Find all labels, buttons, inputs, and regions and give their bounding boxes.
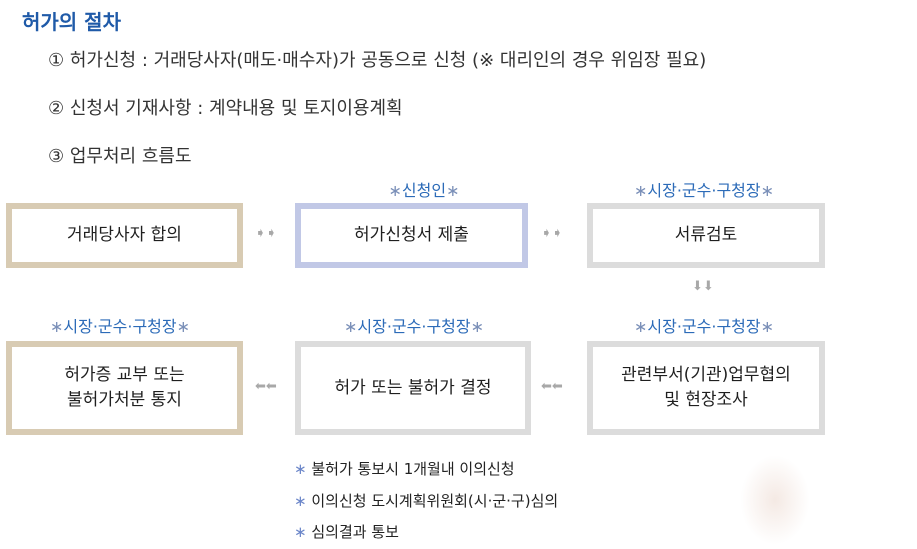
flow-box-decision: 허가 또는 불허가 결정 — [295, 341, 531, 435]
star-icon: ∗ — [633, 181, 648, 200]
star-icon: ∗ — [343, 317, 358, 336]
left-arrow-icon: ⬅⬅ — [255, 379, 277, 394]
role-label-applicant: ∗신청인∗ — [388, 181, 460, 200]
right-arrow-icon: ➧➧ — [541, 226, 563, 241]
note-item: ∗ 불허가 통보시 1개월내 이의신청 — [294, 460, 515, 478]
star-icon: ∗ — [760, 317, 775, 336]
section-title: 허가의 절차 — [22, 10, 121, 34]
flow-box-agreement: 거래당사자 합의 — [6, 203, 243, 268]
role-label-review: ∗시장·군수·구청장∗ — [633, 181, 775, 200]
star-icon: ∗ — [446, 181, 460, 200]
star-icon: ∗ — [294, 460, 307, 478]
flow-box-review: 서류검토 — [587, 203, 825, 268]
flow-box-consult: 관련부서(기관)업무협의 및 현장조사 — [587, 341, 825, 435]
left-arrow-icon: ⬅⬅ — [541, 379, 563, 394]
note-item: ∗ 심의결과 통보 — [294, 523, 399, 541]
down-arrow-icon: ⬇⬇ — [692, 279, 714, 294]
role-label-issue: ∗시장·군수·구청장∗ — [49, 317, 191, 336]
star-icon: ∗ — [176, 317, 191, 336]
step-2-text: ② 신청서 기재사항 : 계약내용 및 토지이용계획 — [48, 98, 403, 119]
background-smudge — [740, 455, 810, 545]
role-label-decision: ∗시장·군수·구청장∗ — [343, 317, 485, 336]
star-icon: ∗ — [294, 492, 307, 510]
note-item: ∗ 이의신청 도시계획위원회(시·군·구)심의 — [294, 492, 559, 510]
step-1-text: ① 허가신청 : 거래당사자(매도·매수자)가 공동으로 신청 (※ 대리인의 … — [48, 50, 707, 71]
star-icon: ∗ — [633, 317, 648, 336]
flow-box-submit: 허가신청서 제출 — [295, 203, 528, 268]
star-icon: ∗ — [388, 181, 402, 200]
right-arrow-icon: ➧➧ — [255, 226, 277, 241]
star-icon: ∗ — [470, 317, 485, 336]
star-icon: ∗ — [49, 317, 64, 336]
flow-box-issue: 허가증 교부 또는 불허가처분 통지 — [6, 341, 243, 435]
star-icon: ∗ — [760, 181, 775, 200]
role-label-consult: ∗시장·군수·구청장∗ — [633, 317, 775, 336]
step-3-text: ③ 업무처리 흐름도 — [48, 146, 192, 167]
star-icon: ∗ — [294, 523, 307, 541]
